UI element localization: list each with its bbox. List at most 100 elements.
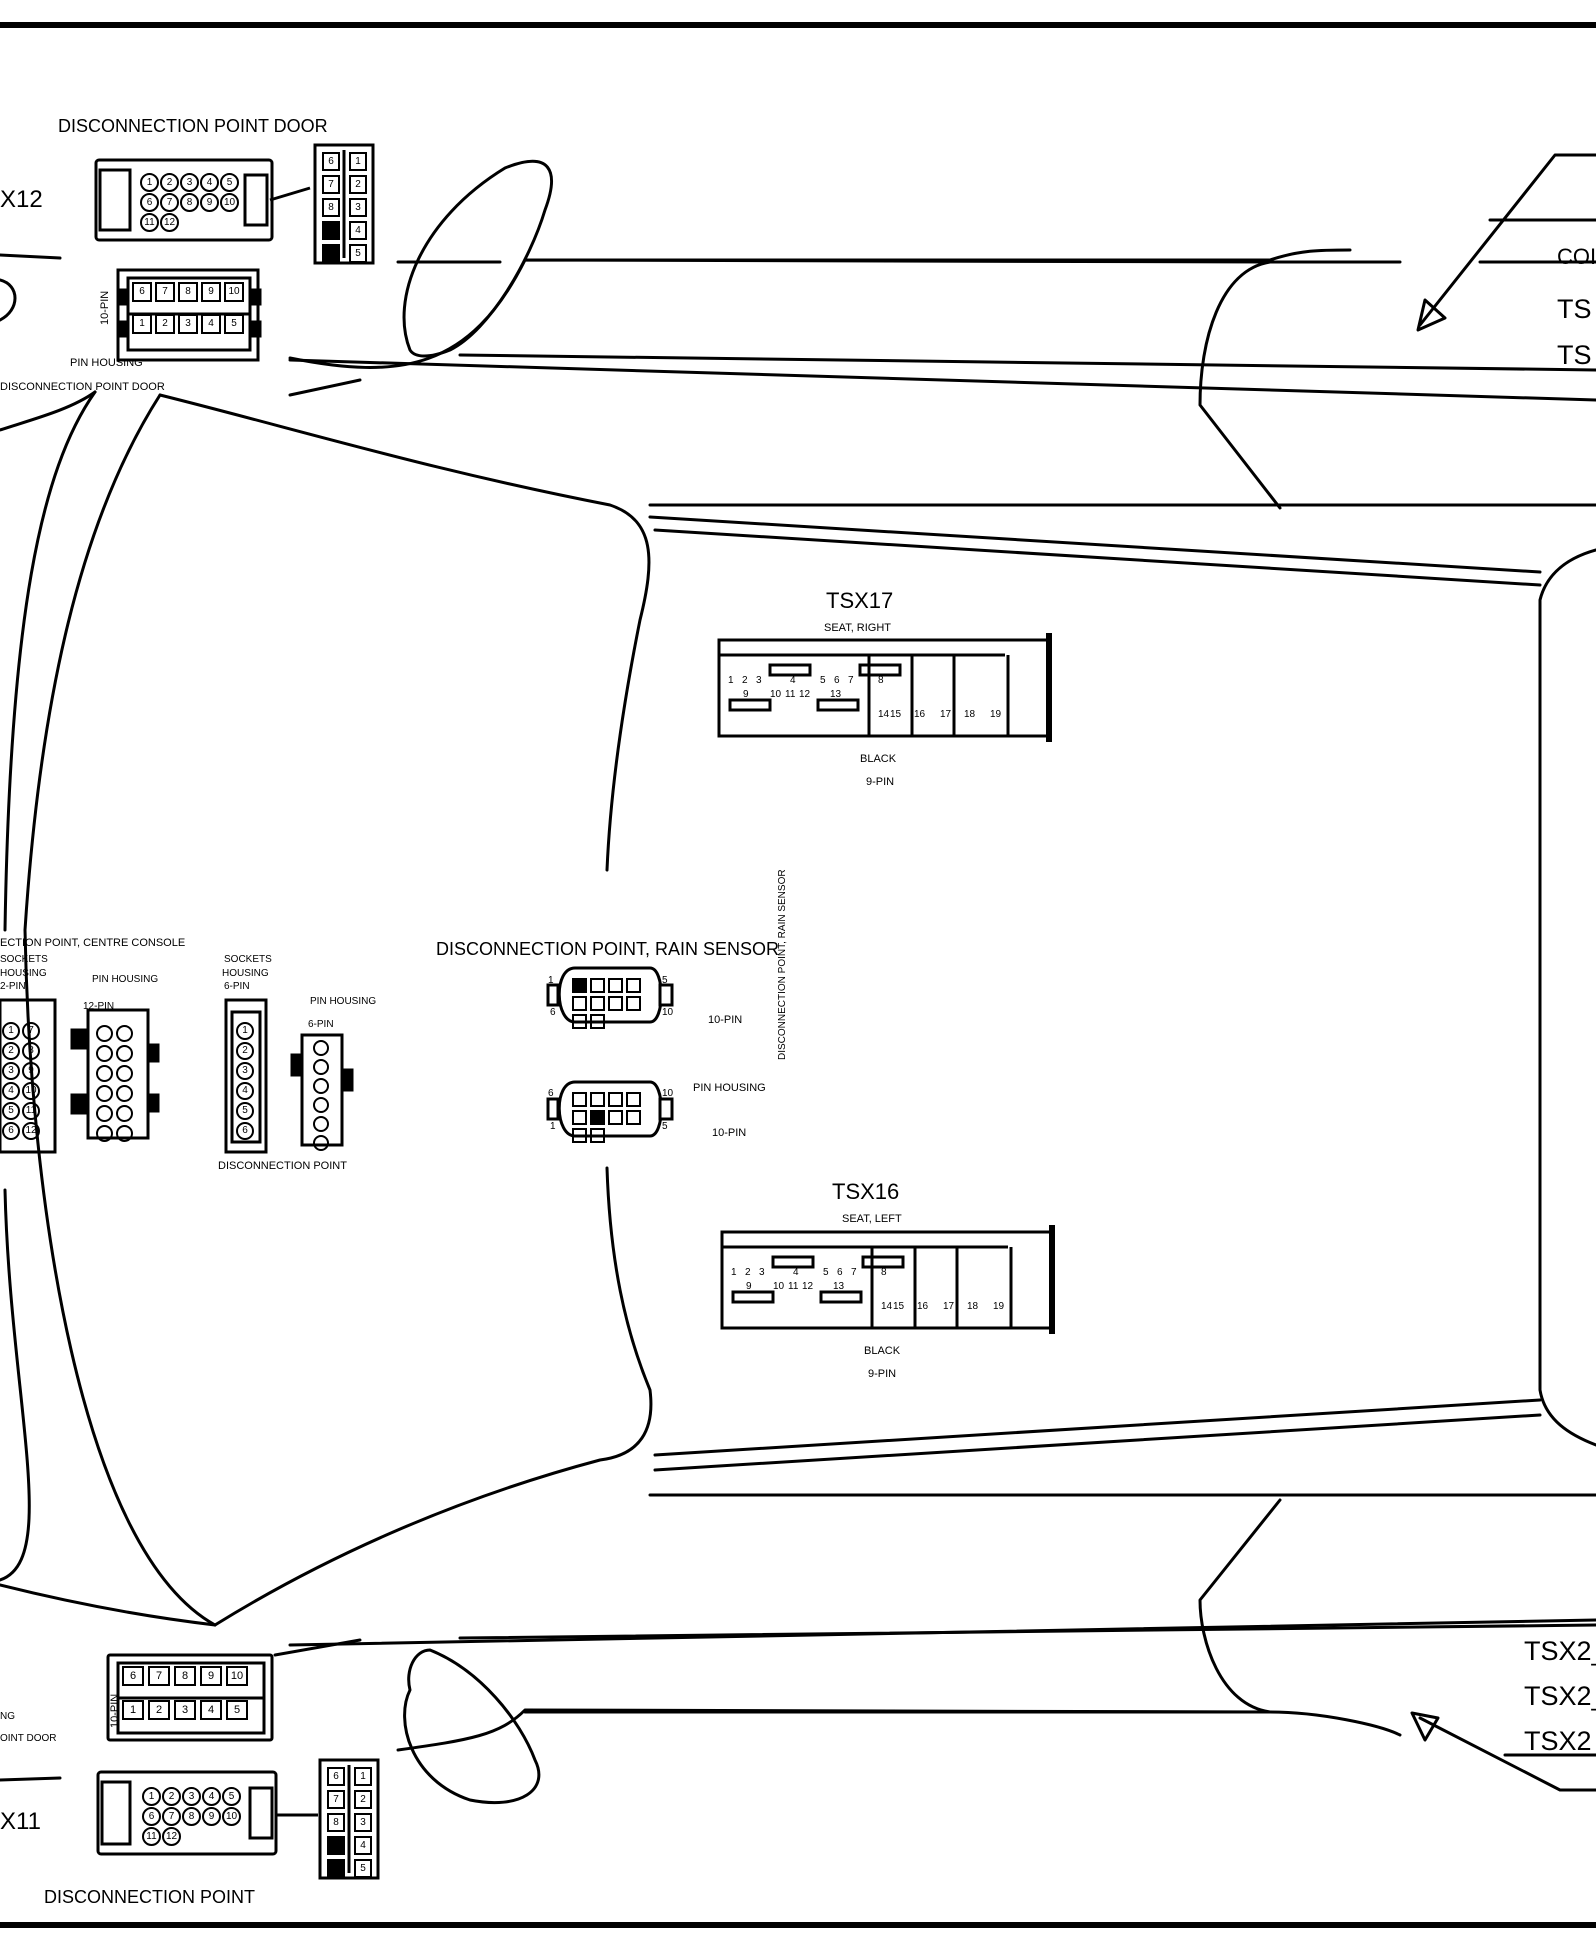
- pin: [572, 1128, 587, 1143]
- pin-grid-door-top-10pin: 6 7 8 9 10 1 2 3 4 5: [132, 282, 250, 334]
- pin: 6: [122, 1666, 144, 1686]
- side-upper-rear: [1198, 260, 1282, 510]
- pin: 3: [354, 1813, 372, 1832]
- pin: [313, 1135, 329, 1151]
- rear-window: [1538, 548, 1596, 1447]
- pin: [313, 1078, 329, 1094]
- pin: [116, 1045, 133, 1062]
- pin: 8: [327, 1813, 345, 1832]
- pin-number: 4: [793, 1267, 799, 1278]
- pin: 10: [226, 1666, 248, 1686]
- side-top-panel: [396, 248, 1352, 264]
- pin: 5: [226, 1700, 248, 1720]
- pin-housing-label-a: PIN HOUSING: [92, 974, 159, 985]
- pin: [116, 1025, 133, 1042]
- pin: 2: [162, 1787, 181, 1806]
- door-bottom-ng: NG: [0, 1711, 15, 1722]
- pin: 5: [224, 314, 244, 334]
- arrow-top-right-head: [1416, 298, 1447, 332]
- housing-label-b: HOUSING: [222, 968, 269, 979]
- pin: 7: [327, 1790, 345, 1809]
- pin: 10: [222, 1807, 241, 1826]
- pin-grid-door-bottom-10pin: 6 7 8 9 10 1 2 3 4 5: [122, 1666, 262, 1720]
- pin-number: 14: [878, 709, 890, 720]
- rain-pin-1: 1: [548, 975, 554, 986]
- pin: 4: [201, 314, 221, 334]
- pin: 1: [2, 1022, 20, 1040]
- pin: [572, 978, 587, 993]
- pin: 6: [236, 1122, 254, 1140]
- pin: 9: [22, 1062, 40, 1080]
- pin-number: 15: [890, 709, 902, 720]
- pin: 8: [322, 198, 340, 217]
- car-front-upper-arc: [0, 390, 97, 432]
- pin: 2: [160, 173, 179, 192]
- rain2-pin-5: 5: [662, 1121, 668, 1132]
- fender-top: [288, 378, 362, 397]
- pin: 5: [220, 173, 239, 192]
- pin: 5: [354, 1859, 372, 1878]
- tsx16-pins: 9-PIN: [868, 1368, 897, 1380]
- pin: [116, 1085, 133, 1102]
- pin: 11: [22, 1102, 40, 1120]
- pin: 8: [178, 282, 198, 302]
- pin: [313, 1116, 329, 1132]
- pin: 3: [2, 1062, 20, 1080]
- pin: 9: [201, 282, 221, 302]
- pin: [313, 1040, 329, 1056]
- rain2-pin-6: 6: [548, 1088, 554, 1099]
- pin-column-door-top-right: 1 2 3 4 5: [349, 152, 367, 263]
- pin: [608, 978, 623, 993]
- top-border: [0, 22, 1596, 28]
- side-upper-outer: [288, 258, 1272, 369]
- pin-number: 10: [770, 689, 782, 700]
- pin-number: 2: [742, 675, 748, 686]
- door-bottom-10pin: 10-PIN: [109, 1693, 121, 1728]
- pin: 6: [2, 1122, 20, 1140]
- side-lower-outer: [396, 1708, 1272, 1752]
- disconnection-point-center: DISCONNECTION POINT: [218, 1160, 347, 1172]
- pin: [313, 1059, 329, 1075]
- rain2-pin-10: 10: [662, 1088, 674, 1099]
- pin-number: 9: [743, 689, 749, 700]
- pin-column-door-bottom-left: 6 7 8: [327, 1767, 345, 1878]
- pin-number: 16: [917, 1301, 929, 1312]
- pin: [608, 996, 623, 1011]
- pin: 6: [140, 193, 159, 212]
- ts-partial-b: TS: [1557, 340, 1592, 370]
- pin: [96, 1025, 113, 1042]
- pin: [327, 1836, 345, 1855]
- pin: [590, 1014, 605, 1029]
- pin: 6: [142, 1807, 161, 1826]
- pin: 2: [354, 1790, 372, 1809]
- round-pin-grid-door-top: 1 2 3 4 5 6 7 8 9 10 11 12: [140, 173, 240, 232]
- sockets-label-a: SOCKETS: [0, 954, 48, 965]
- seat-left-connector: [720, 1225, 1055, 1334]
- pin: 2: [349, 175, 367, 194]
- pin-column-door-bottom-right: 1 2 3 4 5: [354, 1767, 372, 1878]
- pin: 12: [22, 1122, 40, 1140]
- pin: 4: [354, 1836, 372, 1855]
- pin: 9: [200, 193, 219, 212]
- pin: 1: [132, 314, 152, 334]
- pin12-label-b: 12-PIN: [83, 1001, 115, 1012]
- pin: 10: [224, 282, 244, 302]
- pin: 3: [236, 1062, 254, 1080]
- console-socket-12pin-right: 7 8 9 10 11 12: [22, 1022, 40, 1140]
- pin: 12: [162, 1827, 181, 1846]
- tsx17-pins: 9-PIN: [866, 776, 895, 788]
- pin: 7: [22, 1022, 40, 1040]
- door-top-disconn-label: DISCONNECTION POINT DOOR: [0, 381, 165, 393]
- pin-number: 9: [746, 1281, 752, 1292]
- pin-number: 6: [834, 675, 840, 686]
- pin: 4: [200, 1700, 222, 1720]
- pin-number: 5: [820, 675, 826, 686]
- pin-number: 17: [940, 709, 952, 720]
- pin-column-door-top-left: 6 7 8: [322, 152, 340, 263]
- arrow-bot-right: [1418, 1716, 1596, 1792]
- pin: 1: [122, 1700, 144, 1720]
- side-lower-top: [458, 1623, 1596, 1640]
- roof-line-bot: [653, 1398, 1542, 1457]
- bottom-border: [0, 1922, 1596, 1928]
- pin: 1: [236, 1022, 254, 1040]
